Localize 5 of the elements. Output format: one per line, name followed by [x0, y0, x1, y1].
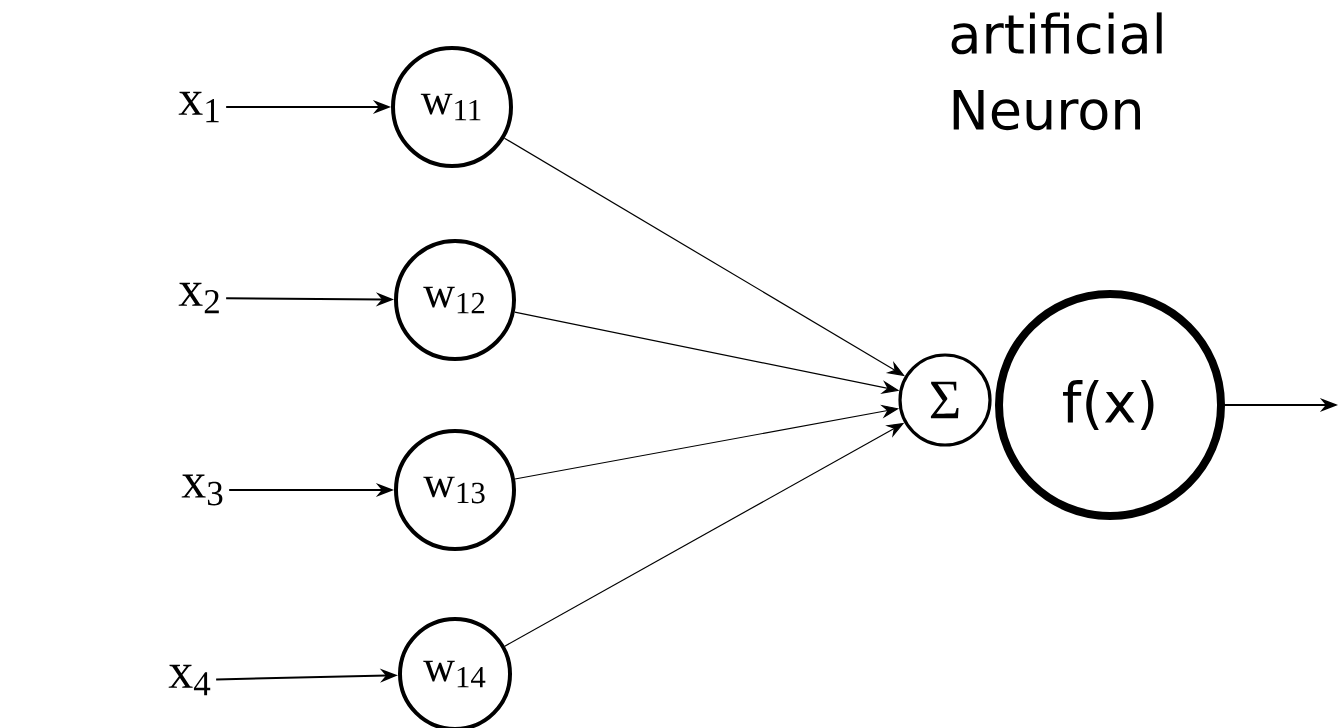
input-label: x$_{3}$	[181, 474, 223, 506]
input-label: x$_{1}$	[178, 91, 219, 123]
title: artificial Neuron	[951, 12, 1162, 131]
input-label: x$_{4}$	[168, 664, 211, 696]
input-label: x$_{2}$	[178, 282, 219, 314]
